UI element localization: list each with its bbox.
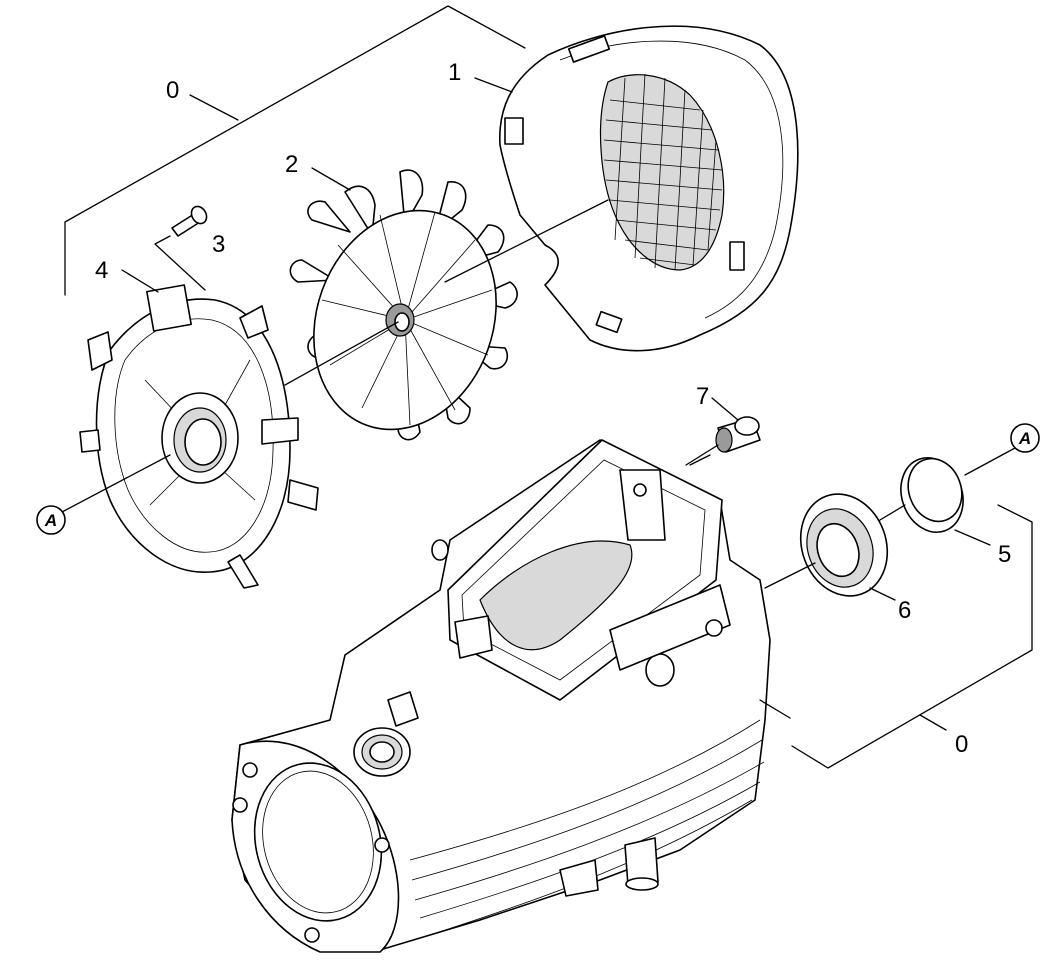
label-7: 7	[696, 383, 709, 410]
label-0-top: 0	[166, 77, 179, 104]
motor-housing-icon	[231, 439, 791, 953]
label-4: 4	[95, 257, 108, 284]
label-5: 5	[998, 541, 1011, 568]
bearing-flange-icon	[79, 284, 319, 589]
ref-a-left-label: A	[44, 511, 57, 530]
label-2: 2	[285, 151, 298, 178]
bracket-bottom	[791, 504, 1033, 769]
grille	[599, 73, 725, 271]
label-6: 6	[898, 597, 911, 624]
fan-cover-icon	[499, 25, 799, 352]
bracket-top	[64, 5, 526, 296]
seal-ring-icon	[879, 447, 1016, 546]
ref-a-right-label: A	[1018, 429, 1031, 448]
label-0-bottom: 0	[955, 731, 968, 758]
plug-screw-icon	[685, 397, 761, 466]
ball-bearing-icon	[764, 493, 896, 601]
screw-icon	[154, 205, 208, 291]
leader-lines	[61, 77, 609, 513]
ref-a-left: A	[36, 505, 66, 535]
label-1: 1	[448, 59, 461, 86]
ref-a-right: A	[1010, 423, 1040, 453]
label-3: 3	[212, 231, 225, 258]
fan-wheel-icon	[289, 169, 518, 441]
